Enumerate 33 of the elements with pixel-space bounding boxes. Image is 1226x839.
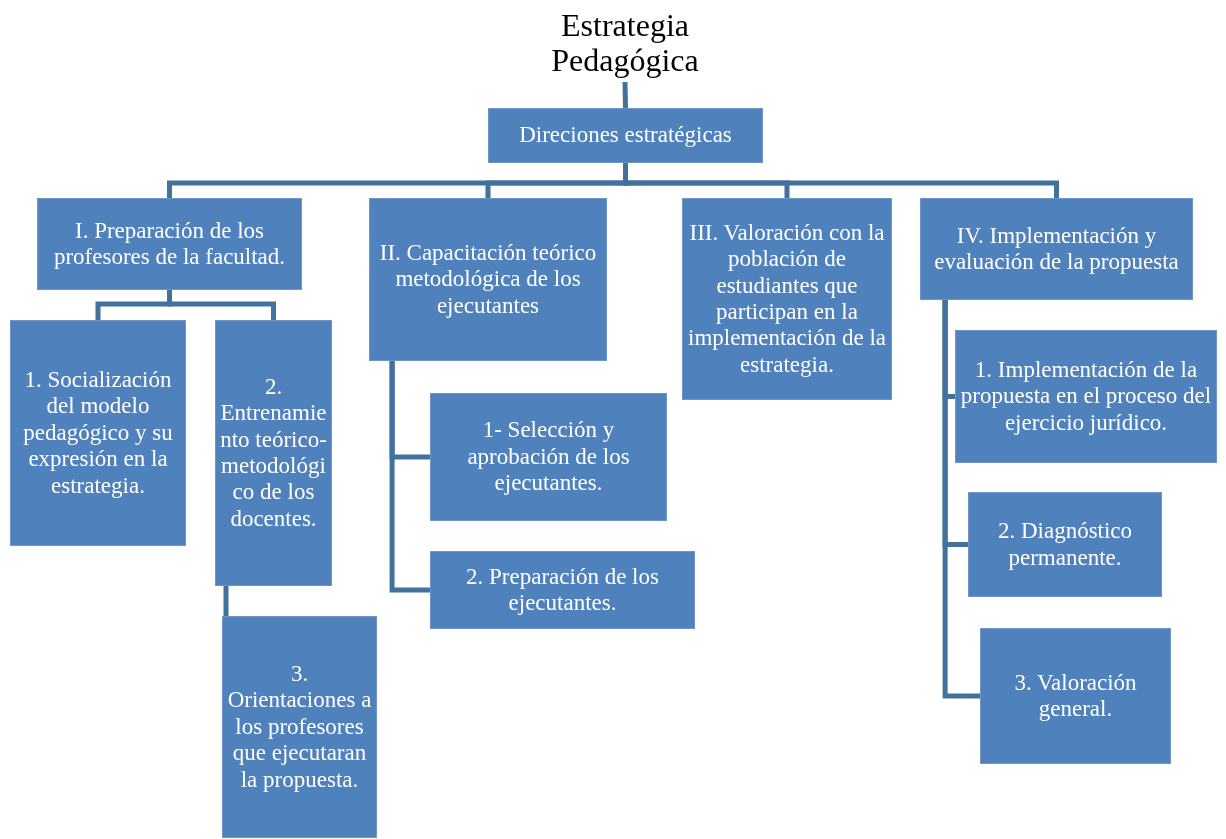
process-box <box>980 628 1171 764</box>
box-text: Direciones estratégicas <box>519 122 732 149</box>
box-text: II. Capacitación teórico metodológica de los ejecutantes <box>378 239 598 320</box>
node-label: Estrategia Pedagógica <box>550 7 700 79</box>
process-box <box>968 492 1162 597</box>
box-text: 3. Orientaciones a los profesores que ejecutaran la propuesta. <box>227 660 372 794</box>
process-box <box>37 198 302 290</box>
connector-line <box>389 361 430 593</box>
box-text: 2. Diagnóstico permanente. <box>996 518 1134 571</box>
process-box <box>430 551 695 629</box>
connector-line <box>623 163 1059 198</box>
box-text: 1. Implementación de la propuesta en el proceso del ejercicio jurídico. <box>960 356 1212 437</box>
connector-line <box>167 290 276 320</box>
box-text: 2. Preparación de los ejecutantes. <box>465 563 660 617</box>
process-box <box>430 393 667 521</box>
connector-line <box>622 81 628 109</box>
box-text: 1. Socialización del modelo pedagógico y su expresión en la estrategia. <box>22 366 174 500</box>
box-text: 1- Selección y aprobación de los ejecutantes. <box>466 417 631 497</box>
connector-line <box>223 586 229 616</box>
process-box <box>215 320 332 586</box>
process-box <box>10 320 186 546</box>
box-text: 2. Entrenamiento teórico-metodológico de los docentes. <box>220 373 327 533</box>
box-text: IV. Implementación y evaluación de la propuesta <box>933 222 1180 276</box>
process-box <box>369 198 607 361</box>
process-box <box>682 198 892 400</box>
box-text: 3. Valoración general. <box>1013 669 1138 723</box>
process-box <box>222 616 377 838</box>
process-box <box>955 330 1217 463</box>
connector-line <box>942 300 980 699</box>
box-text: I. Preparación de los profesores de la facultad. <box>52 217 287 271</box>
box-text: III. Valoración con la población de estudiantes que participan en la implementación de la estrategia. <box>687 219 887 379</box>
process-box <box>920 198 1193 300</box>
process-box <box>488 108 763 163</box>
